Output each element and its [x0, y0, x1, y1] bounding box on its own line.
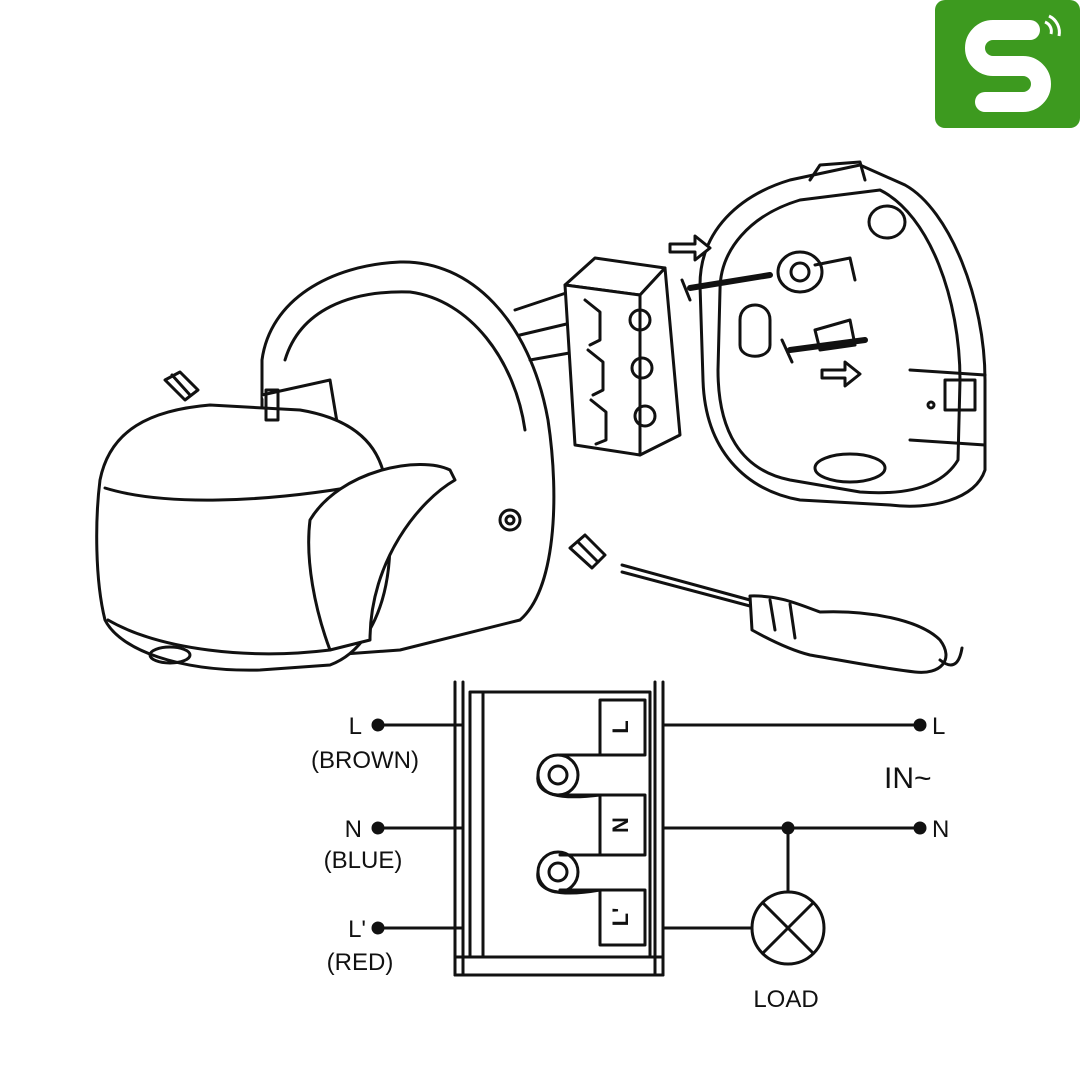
terminal-block-illustration — [563, 256, 682, 457]
block-terminal-label: L — [608, 720, 633, 733]
brand-logo-mark-icon — [965, 14, 1061, 112]
right-terminal-id: N — [932, 816, 949, 843]
left-terminal-labels: L (BROWN) N (BLUE) L' (RED) — [311, 713, 419, 976]
left-terminal-id: L' — [348, 916, 366, 943]
supply-label: IN~ — [884, 762, 932, 795]
left-terminal-id: L — [349, 713, 362, 740]
wiring-schematic — [371, 680, 927, 977]
right-terminal-labels: L N IN~ LOAD — [753, 713, 949, 1013]
left-terminal-name: (BLUE) — [324, 847, 403, 874]
block-terminal-label: L' — [608, 908, 633, 927]
motion-sensor-illustration — [95, 260, 577, 672]
right-terminal-id: L — [932, 713, 945, 740]
load-label: LOAD — [753, 986, 818, 1013]
block-terminal-label: N — [608, 817, 633, 833]
left-terminal-name: (RED) — [327, 949, 394, 976]
block-terminal-labels: L N L' — [608, 720, 633, 926]
brand-logo — [935, 0, 1080, 128]
left-terminal-id: N — [345, 816, 362, 843]
junction-box-illustration — [668, 160, 987, 508]
screwdriver-illustration — [568, 533, 964, 674]
left-terminal-name: (BROWN) — [311, 747, 419, 774]
